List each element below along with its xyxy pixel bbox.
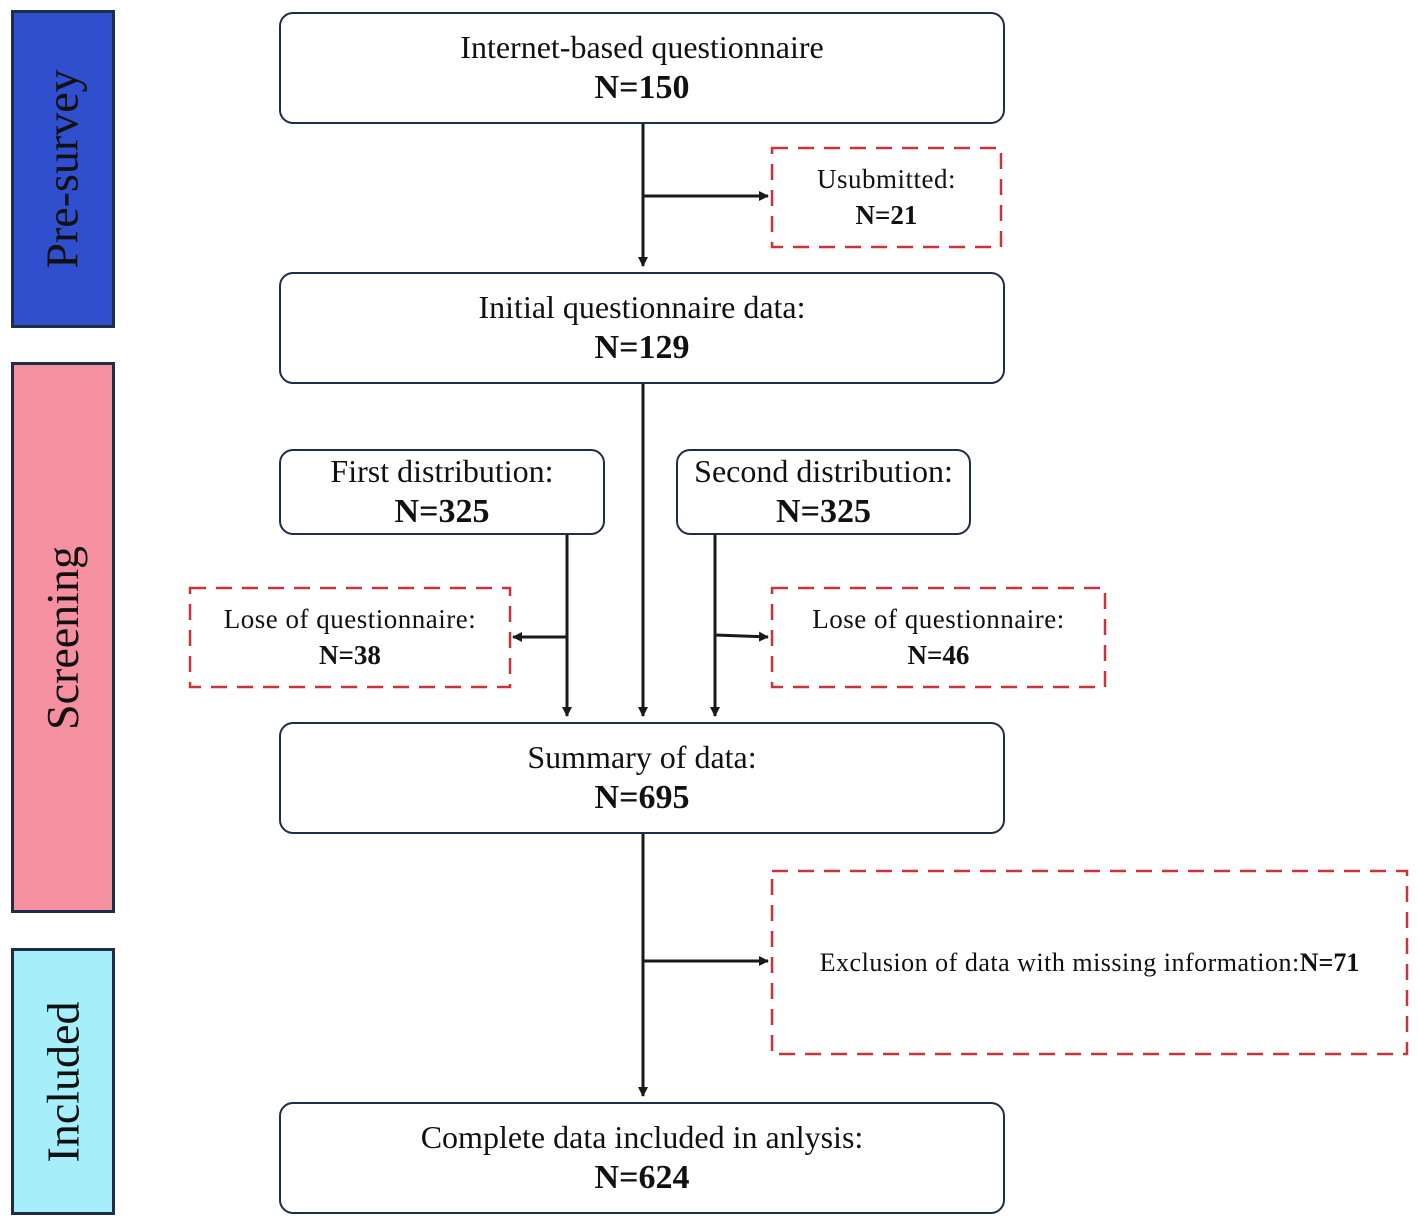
phase-screening: Screening: [11, 362, 115, 913]
phase-pre-survey: Pre-survey: [11, 10, 115, 328]
complete-data-count: N=624: [594, 1158, 690, 1196]
lose-second-box: Lose of questionnaire: N=46: [772, 588, 1105, 687]
first-distribution-text: First distribution:: [330, 452, 554, 489]
first-distribution-count: N=325: [394, 492, 490, 530]
unsubmitted-box-border: [770, 146, 1003, 249]
summary-count: N=695: [594, 778, 690, 816]
phase-included: Included: [11, 948, 115, 1215]
lose-first-box: Lose of questionnaire: N=38: [190, 588, 510, 687]
internet-questionnaire-box: Internet-based questionnaire N=150: [279, 12, 1005, 124]
complete-data-box: Complete data included in anlysis: N=624: [279, 1102, 1005, 1214]
complete-data-text: Complete data included in anlysis:: [420, 1118, 864, 1155]
initial-data-box: Initial questionnaire data: N=129: [279, 272, 1005, 384]
lose-first-text: Lose of questionnaire:: [223, 604, 477, 635]
missing-info-count: N=71: [1299, 947, 1360, 977]
internet-questionnaire-text: Internet-based questionnaire: [460, 28, 824, 65]
lose-first-box-border: [188, 586, 512, 689]
missing-info-box: Exclusion of data with missing informati…: [772, 871, 1407, 1054]
unsubmitted-text: Usubmitted:: [817, 164, 956, 195]
lose-first-count: N=38: [319, 639, 381, 670]
second-distribution-box: Second distribution: N=325: [676, 449, 971, 535]
initial-data-count: N=129: [594, 328, 690, 366]
initial-data-text: Initial questionnaire data:: [478, 288, 806, 325]
second-distribution-count: N=325: [776, 492, 871, 530]
arrow-to-lose-second: [714, 631, 769, 642]
internet-questionnaire-count: N=150: [594, 68, 690, 106]
summary-box: Summary of data: N=695: [279, 722, 1005, 834]
unsubmitted-box: Usubmitted: N=21: [772, 148, 1001, 247]
second-distribution-text: Second distribution:: [694, 452, 953, 489]
missing-box-border: [770, 869, 1409, 1056]
lose-second-count: N=46: [907, 639, 970, 670]
summary-text: Summary of data:: [527, 738, 757, 775]
lose-second-text: Lose of questionnaire:: [812, 604, 1065, 635]
unsubmitted-count: N=21: [855, 199, 918, 230]
missing-info-text: Exclusion of data with missing informati…: [819, 947, 1300, 977]
first-distribution-box: First distribution: N=325: [279, 449, 605, 535]
lose-second-box-border: [770, 586, 1107, 689]
